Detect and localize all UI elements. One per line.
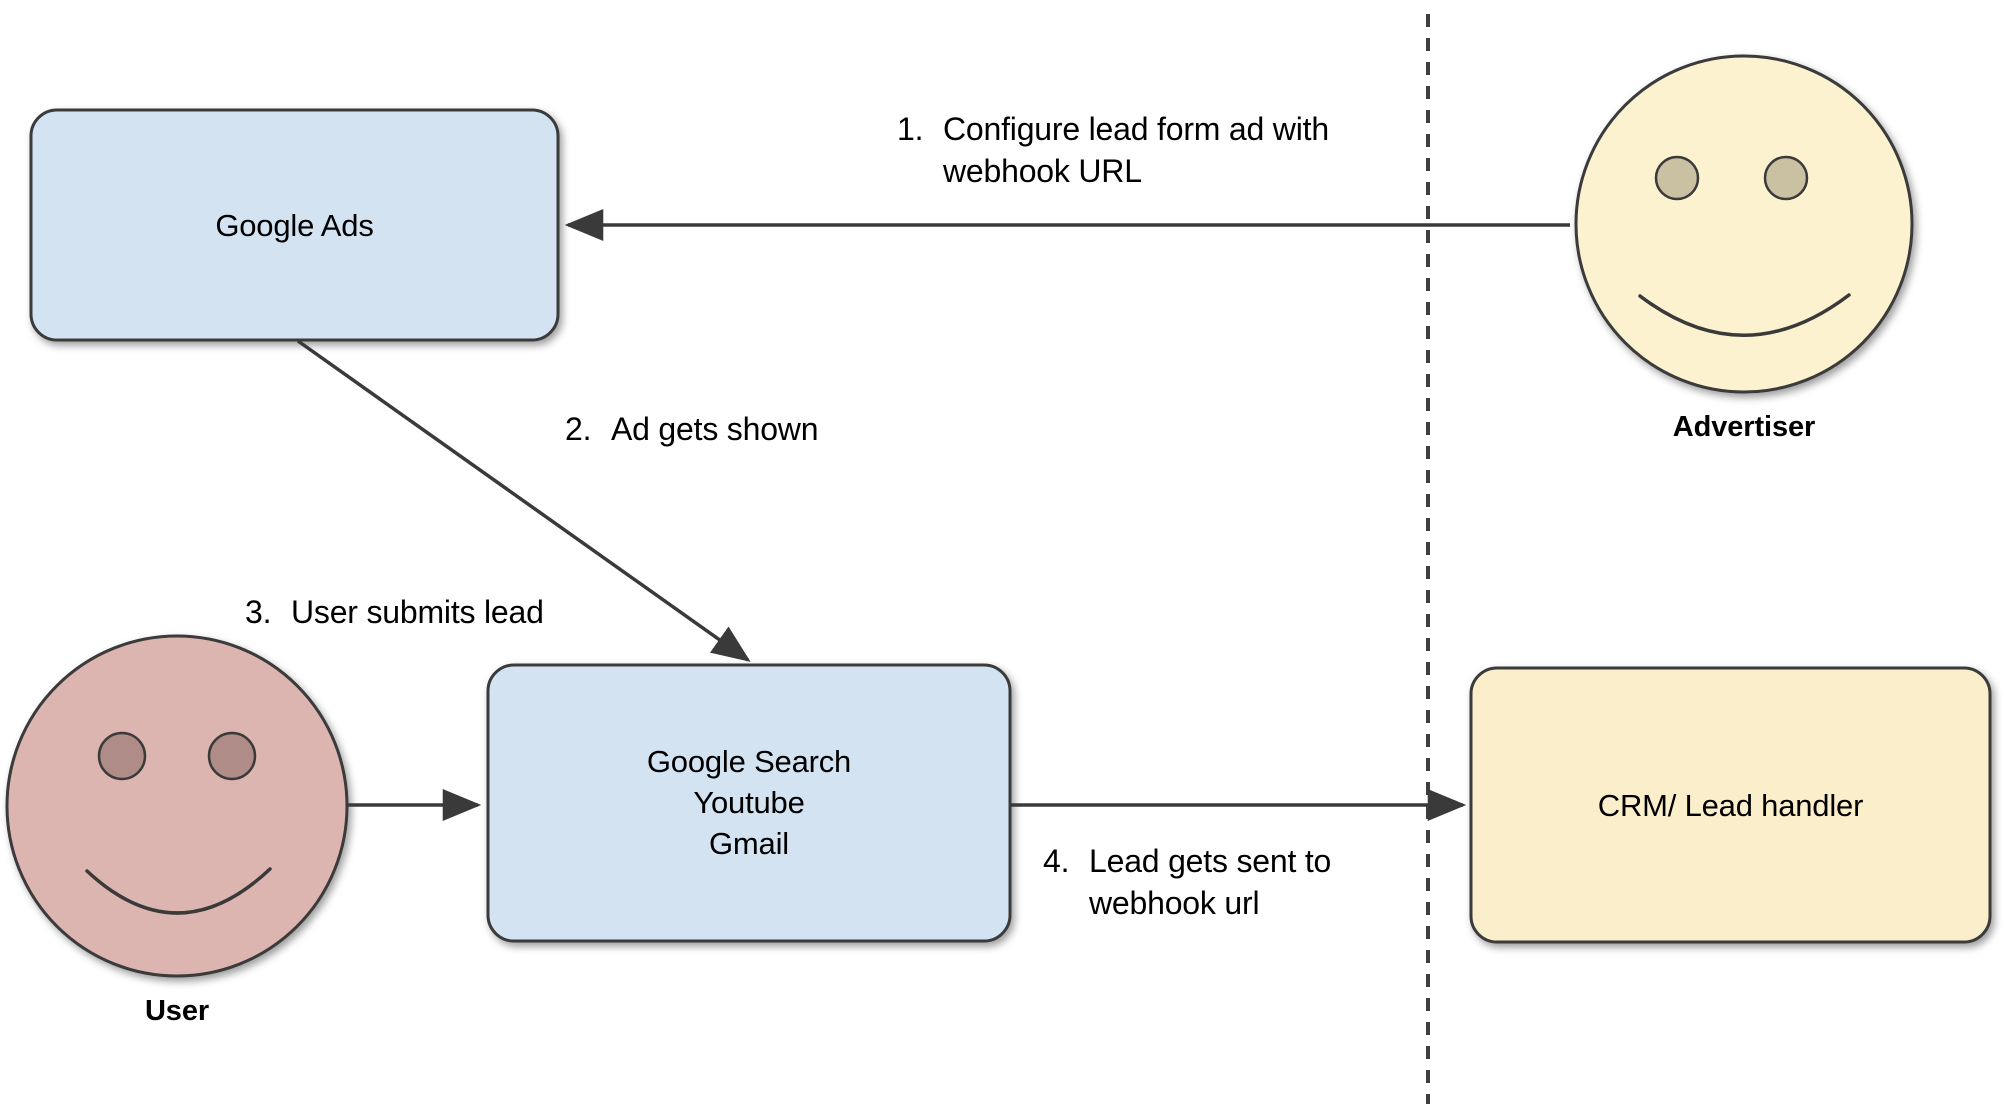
- step-2-number: 2.: [565, 411, 592, 447]
- step-label-1: 1. Configure lead form ad with webhook UR…: [897, 108, 1329, 192]
- step-1-text: Configure lead form ad with webhook URL: [943, 111, 1329, 189]
- node-user[interactable]: [5, 634, 349, 978]
- step-3-text: User submits lead: [291, 594, 544, 630]
- user-left-eye: [97, 731, 147, 781]
- node-advertiser[interactable]: [1574, 54, 1914, 394]
- user-smile: [85, 867, 272, 915]
- step-4-number: 4.: [1043, 843, 1070, 879]
- arrow-google-ads-to-surfaces: [296, 339, 751, 662]
- step-4-text: Lead gets sent to webhook url: [1089, 843, 1332, 921]
- step-label-4: 4. Lead gets sent to webhook url: [1043, 840, 1331, 924]
- step-2-text: Ad gets shown: [611, 411, 819, 447]
- advertiser-face: [1574, 54, 1914, 394]
- node-label-google-surfaces: Google Search Youtube Gmail: [646, 744, 852, 861]
- actor-caption-user: User: [144, 995, 210, 1027]
- step-label-2: 2. Ad gets shown: [565, 408, 819, 450]
- node-crm[interactable]: [1469, 666, 1992, 944]
- advertiser-right-eye: [1763, 155, 1809, 201]
- advertiser-left-eye: [1654, 155, 1700, 201]
- node-label-crm: CRM/ Lead handler: [1597, 788, 1864, 823]
- step-label-3: 3. User submits lead: [245, 591, 544, 633]
- step-3-number: 3.: [245, 594, 272, 630]
- advertiser-smile: [1638, 293, 1851, 337]
- node-label-google-ads: Google Ads: [215, 208, 374, 243]
- actor-caption-advertiser: Advertiser: [1672, 411, 1816, 443]
- step-1-number: 1.: [897, 111, 924, 147]
- node-google-ads[interactable]: [29, 108, 560, 342]
- user-face: [5, 634, 349, 978]
- user-right-eye: [207, 731, 257, 781]
- node-google-surfaces[interactable]: [486, 663, 1012, 943]
